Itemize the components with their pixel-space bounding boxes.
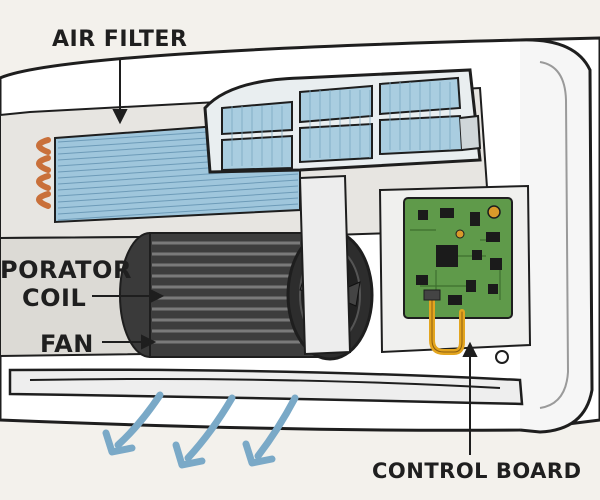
- copper-tube-icon: [36, 137, 51, 209]
- texture-line: [57, 203, 299, 221]
- label-evaporator-line1: PORATOR: [0, 256, 132, 284]
- wire-harness: [423, 289, 465, 355]
- airflow-arrows: [102, 391, 299, 469]
- label-evaporator-line2: COIL: [22, 284, 86, 312]
- airflow-arrow-icon: [172, 394, 236, 469]
- bottom-louver: [8, 368, 524, 406]
- control-board-compartment: [378, 184, 532, 364]
- air-filter-panel: [203, 68, 482, 174]
- texture-line: [57, 179, 299, 197]
- circuit-board-icon: [403, 197, 513, 319]
- texture-line: [57, 185, 299, 203]
- texture-line: [57, 191, 299, 209]
- texture-line: [57, 173, 299, 191]
- airflow-arrow-icon: [102, 391, 164, 456]
- label-air-filter: AIR FILTER: [52, 27, 187, 52]
- label-fan: FAN: [40, 330, 94, 358]
- divider-wall: [298, 174, 352, 356]
- leader-lines: [92, 58, 478, 455]
- airflow-arrow-icon: [242, 394, 299, 467]
- texture-line: [57, 197, 299, 215]
- label-control-board: CONTROL BOARD: [372, 459, 582, 483]
